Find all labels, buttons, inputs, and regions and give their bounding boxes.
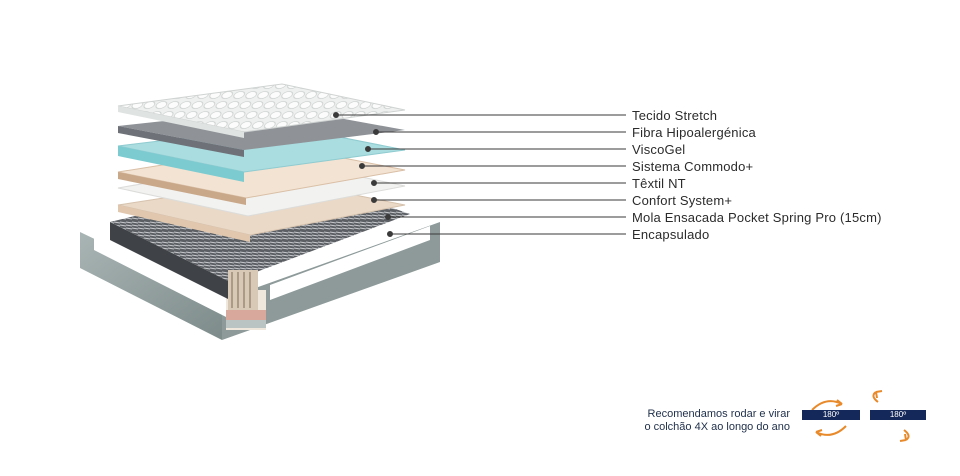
label-viscogel: ViscoGel [632,142,686,157]
label-confort-system: Confort System+ [632,193,733,208]
label-encapsulado: Encapsulado [632,227,710,242]
label-tecido-stretch: Tecido Stretch [632,108,718,123]
flip-180-badge: 180º [870,410,926,420]
recommendation-line-1: Recomendamos rodar e virar [647,408,790,420]
leader-lines [333,112,626,237]
label-mola-ensacada: Mola Ensacada Pocket Spring Pro (15cm) [632,210,882,225]
flip-icon [872,390,910,442]
label-sistema-commodo: Sistema Commodo+ [632,159,754,174]
recommendation-line-2: o colchão 4X ao longo do ano [644,421,790,433]
label-fibra-hipoalergenica: Fibra Hipoalergénica [632,125,756,140]
rotate-icon [811,399,847,437]
label-textil-nt: Têxtil NT [632,176,686,191]
rotation-recommendation: Recomendamos rodar e virar o colchão 4X … [644,408,790,434]
rotate-180-badge: 180º [802,410,860,420]
